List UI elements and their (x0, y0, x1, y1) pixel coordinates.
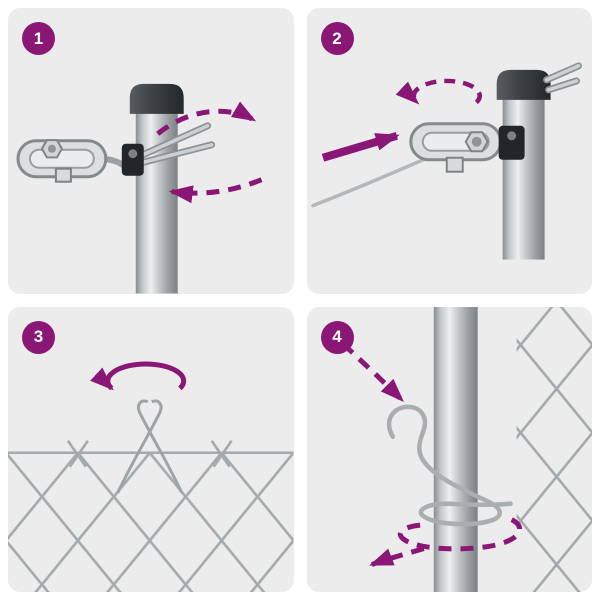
fence-post (496, 69, 551, 260)
insert-direction-arrow-icon (156, 101, 257, 136)
rotation-arrow-icon (395, 78, 482, 105)
push-direction-arrow-icon (321, 131, 400, 162)
bracket-bolt (506, 131, 516, 141)
crossed-wire-end (136, 399, 184, 493)
chain-link-mesh (8, 399, 294, 592)
post-cap (496, 69, 551, 100)
wire-strainer (16, 139, 144, 183)
step-panel-2: 2 (306, 8, 592, 294)
wire-twist (210, 439, 233, 467)
step-panel-4: 4 (306, 306, 592, 592)
step-1-illustration (16, 83, 263, 294)
tension-pin (542, 62, 582, 94)
rotation-arrow-icon (90, 360, 187, 390)
step-panel-1: 1 (8, 8, 294, 294)
wire-strainer (408, 122, 525, 173)
step-number-badge: 3 (22, 320, 55, 354)
step-number-badge: 4 (320, 320, 354, 354)
hooked-tension-wire (386, 404, 513, 526)
wrap-direction-arrow-icon (397, 516, 522, 551)
crossed-wire-end (116, 399, 163, 493)
remove-direction-arrow-icon (168, 177, 263, 204)
square-nut (445, 156, 464, 173)
tension-pin (128, 122, 216, 169)
step-number-badge: 1 (22, 22, 55, 55)
post-cap (129, 83, 184, 114)
wrap-exit-arrow-icon (368, 545, 425, 567)
step-number-badge: 2 (320, 22, 354, 55)
post-bracket (498, 125, 525, 160)
step-3-illustration (8, 360, 294, 592)
bracket-bolt (128, 149, 138, 159)
post-bracket (121, 143, 144, 176)
fence-post (433, 306, 478, 592)
step-2-illustration (310, 62, 582, 260)
tension-wire (310, 151, 439, 208)
step-4-illustration (324, 306, 592, 592)
chain-link-mesh (516, 306, 592, 592)
step-panel-3: 3 (8, 306, 294, 592)
square-nut (54, 167, 72, 183)
fence-post (129, 83, 184, 294)
wire-twist (66, 439, 89, 467)
